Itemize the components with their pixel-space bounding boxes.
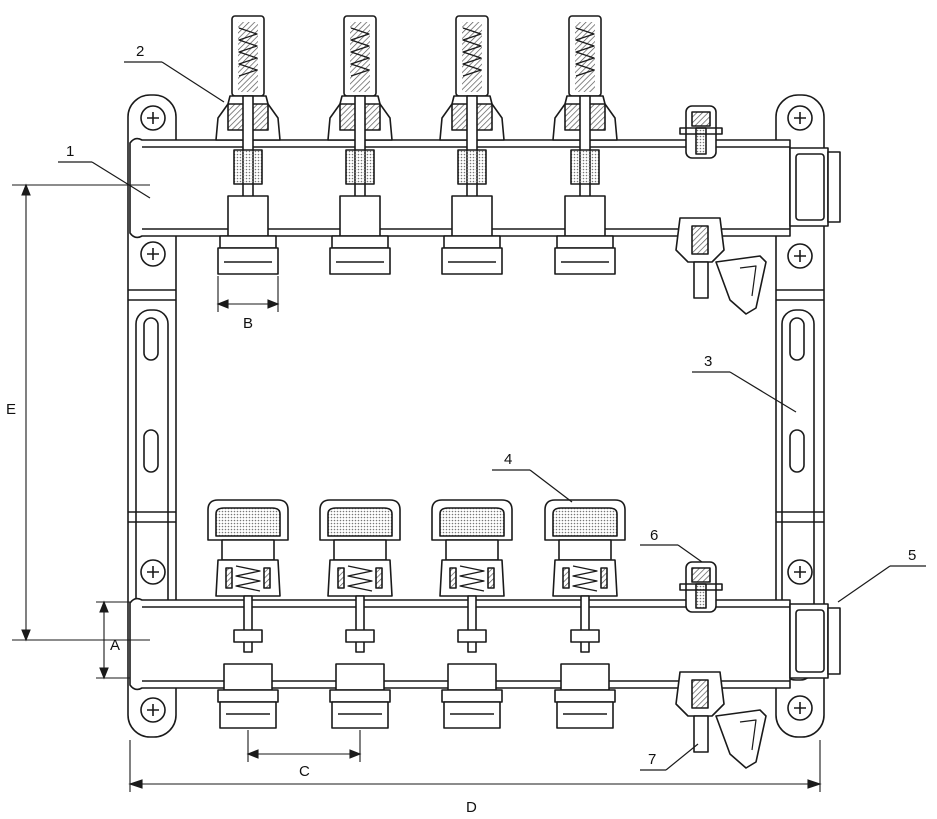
dimension-label-b: B [243, 315, 253, 332]
return-valve [207, 499, 289, 729]
supply-manifold-bar [129, 137, 841, 239]
flow-meter-valve [552, 15, 618, 275]
callout-1: 1 [66, 143, 74, 160]
callout-7: 7 [648, 751, 656, 768]
return-manifold-bar [129, 597, 841, 691]
flow-meter-valve [327, 15, 393, 275]
dimension-label-e: E [6, 401, 16, 418]
flow-meter-valve [439, 15, 505, 275]
drain-valve-upper [675, 217, 767, 315]
dimension-label-d: D [466, 799, 477, 816]
dimension-label-c: C [299, 763, 310, 780]
return-valve [319, 499, 401, 729]
callout-5: 5 [908, 547, 916, 564]
dimension-lines [12, 183, 822, 792]
dimension-label-a: A [110, 637, 120, 654]
flow-meter-valve [215, 15, 281, 275]
return-valves [207, 499, 626, 729]
leader-lines [58, 61, 926, 771]
left-mounting-bracket [127, 94, 177, 738]
return-valve [431, 499, 513, 729]
callout-4: 4 [504, 451, 512, 468]
right-mounting-bracket [775, 94, 825, 738]
callout-6: 6 [650, 527, 658, 544]
air-vent-lower [679, 561, 723, 613]
drain-valve-lower [675, 671, 767, 769]
flow-meter-valves [215, 15, 618, 275]
air-vent-upper [679, 105, 723, 159]
return-valve [544, 499, 626, 729]
callout-3: 3 [704, 353, 712, 370]
callout-2: 2 [136, 43, 144, 60]
